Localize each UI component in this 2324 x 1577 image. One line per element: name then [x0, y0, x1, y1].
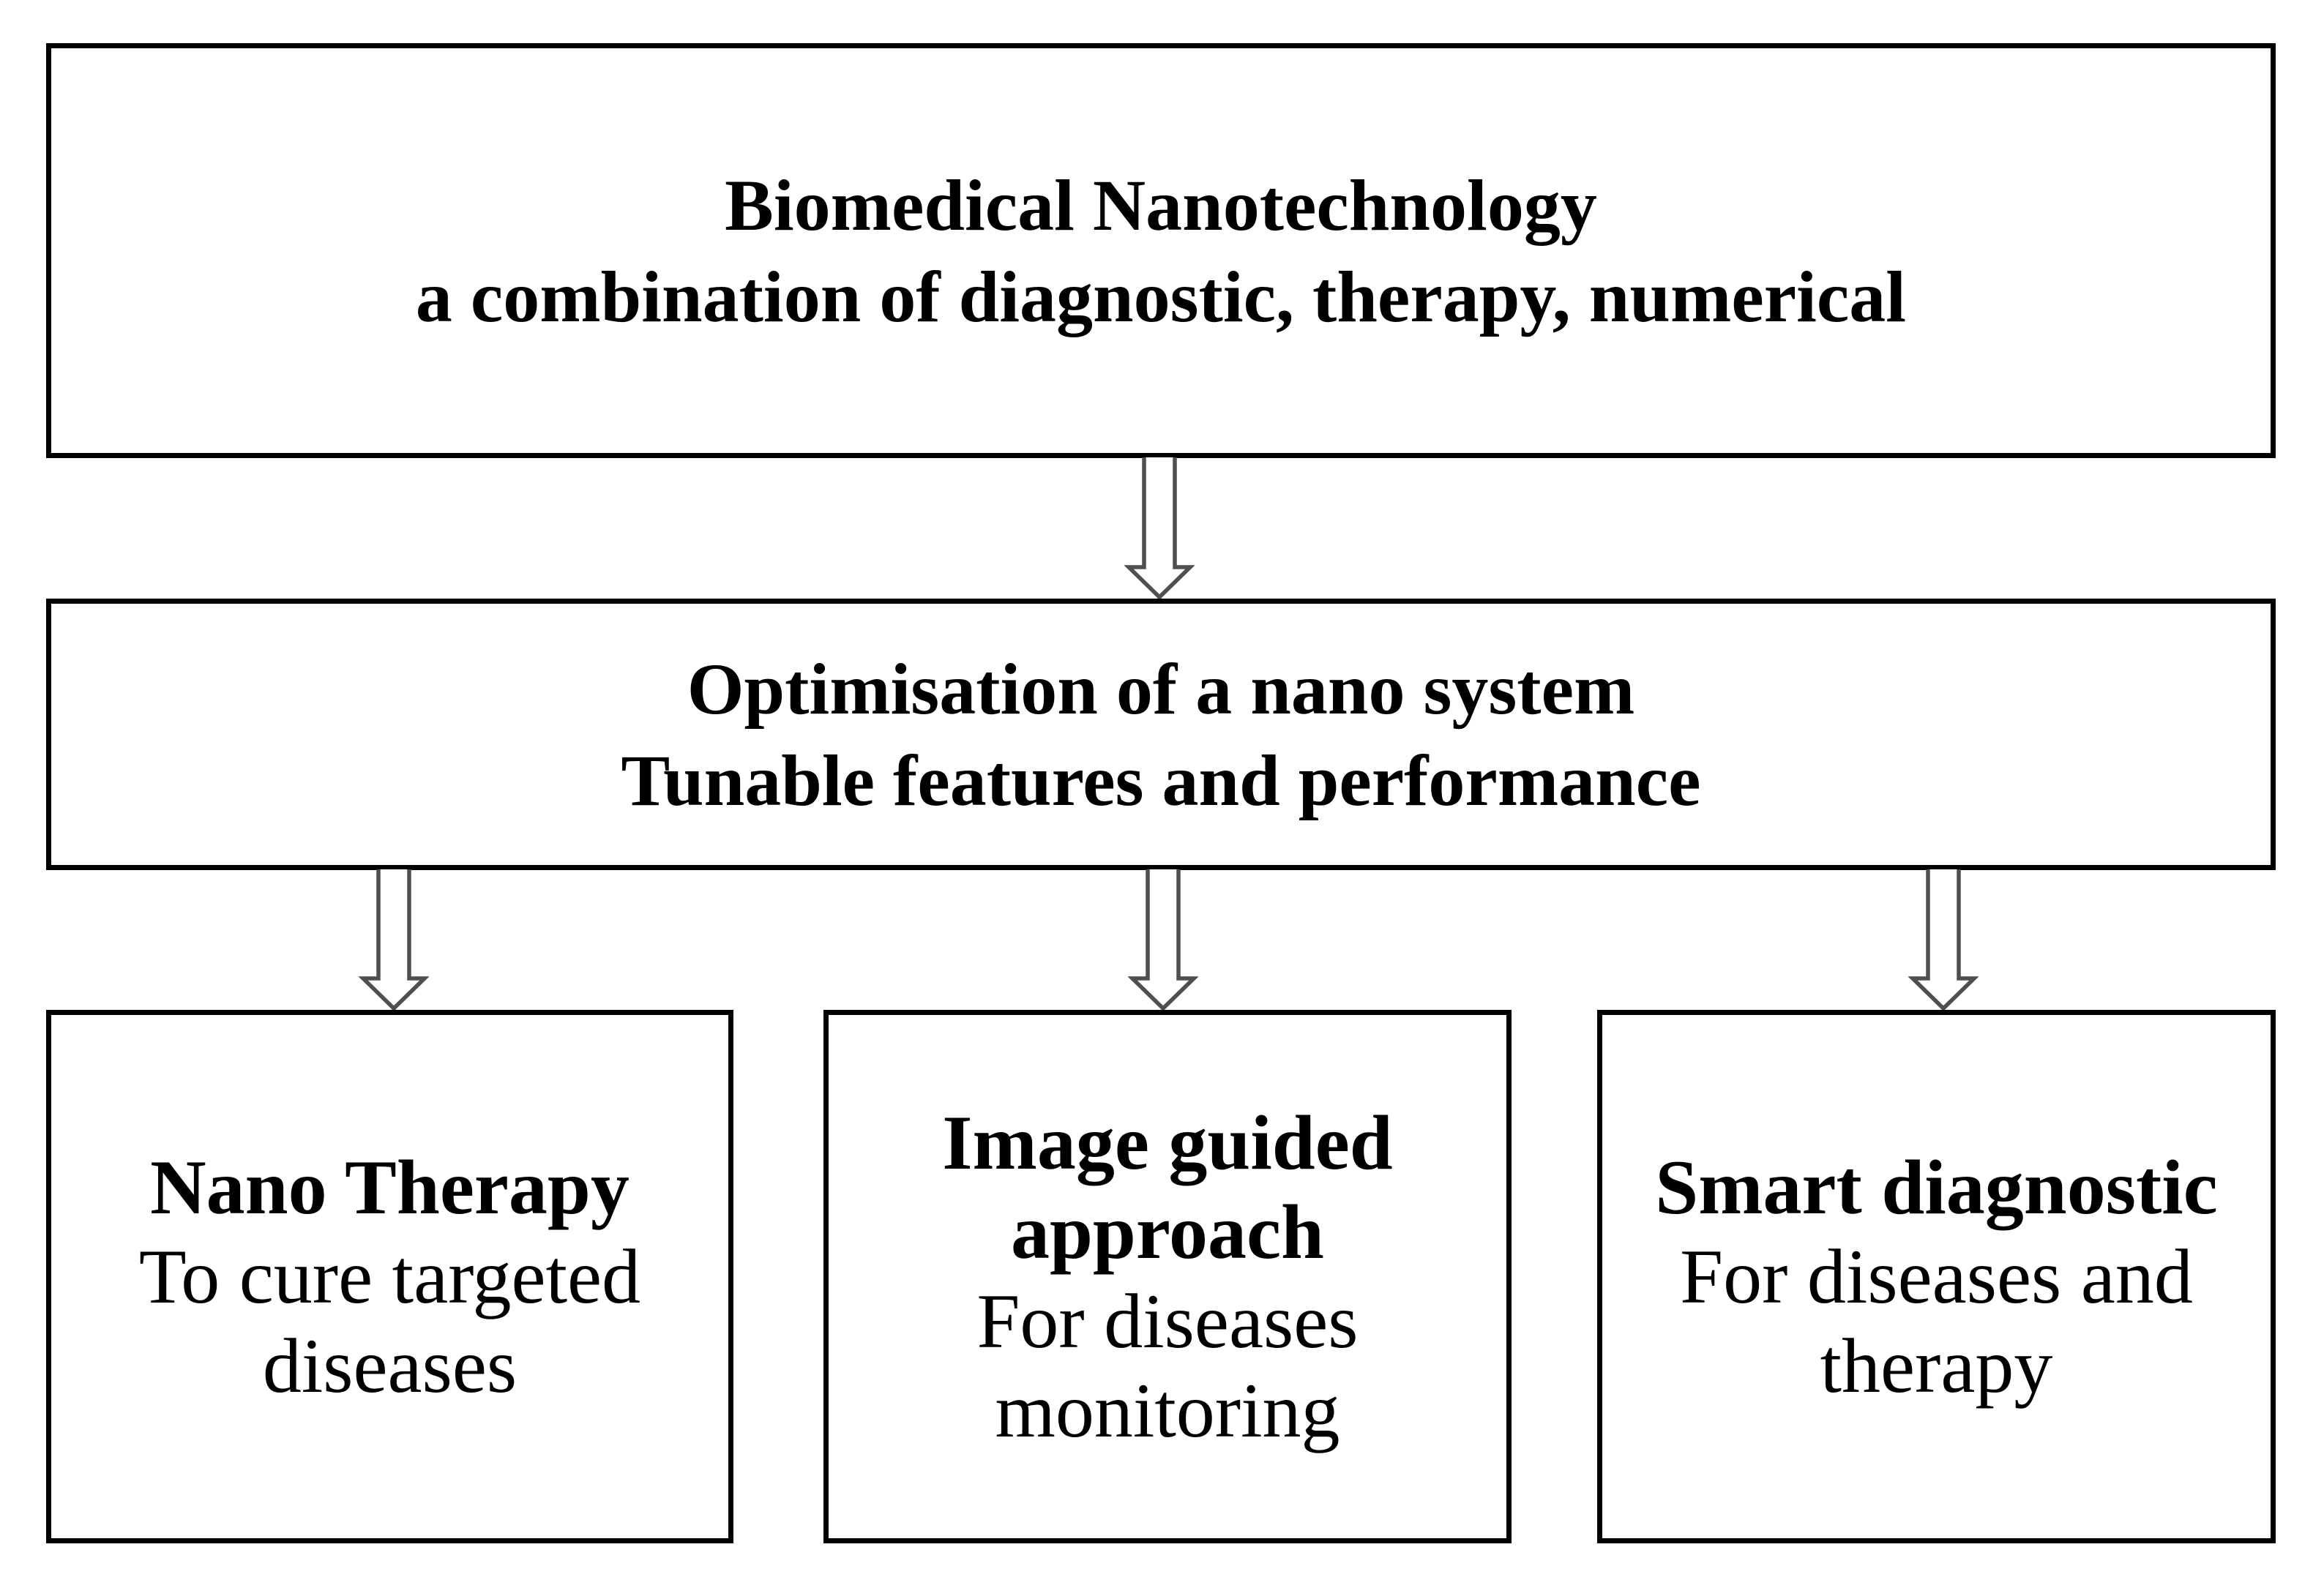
nano-therapy-body-line-2: diseases — [262, 1322, 518, 1409]
nano-therapy-body-line-1: To cure targeted — [138, 1233, 641, 1319]
bottom-box-nano-therapy: Nano Therapy To cure targeted diseases — [46, 1010, 733, 1543]
top-box-line-2: a combination of diagnostic, therapy, nu… — [415, 255, 1907, 337]
top-box-line-1: Biomedical Nanotechnology — [725, 164, 1597, 246]
image-guided-title-line-1: Image guided — [942, 1099, 1393, 1185]
smart-diagnostic-title: Smart diagnostic — [1655, 1144, 2218, 1230]
middle-box-line-2: Tunable features and performance — [621, 739, 1701, 821]
down-arrow-icon — [1908, 869, 1979, 1010]
smart-diagnostic-body-line-2: therapy — [1820, 1322, 2053, 1409]
bottom-box-image-guided-approach: Image guided approach For diseases monit… — [823, 1010, 1512, 1543]
bottom-box-smart-diagnostic: Smart diagnostic For diseases and therap… — [1597, 1010, 2276, 1543]
down-arrow-icon — [359, 869, 429, 1010]
middle-box-line-1: Optimisation of a nano system — [687, 648, 1635, 730]
nano-therapy-title: Nano Therapy — [150, 1144, 629, 1230]
smart-diagnostic-body-line-1: For diseases and — [1680, 1233, 2193, 1319]
down-arrow-icon — [1128, 869, 1198, 1010]
image-guided-title-line-2: approach — [1010, 1188, 1325, 1275]
down-arrow-icon — [1124, 457, 1195, 599]
top-box-biomedical-nanotechnology: Biomedical Nanotechnology a combination … — [46, 43, 2276, 458]
middle-box-optimisation: Optimisation of a nano system Tunable fe… — [46, 599, 2276, 870]
image-guided-body-line-1: For diseases — [976, 1278, 1359, 1364]
image-guided-body-line-2: monitoring — [995, 1367, 1340, 1453]
